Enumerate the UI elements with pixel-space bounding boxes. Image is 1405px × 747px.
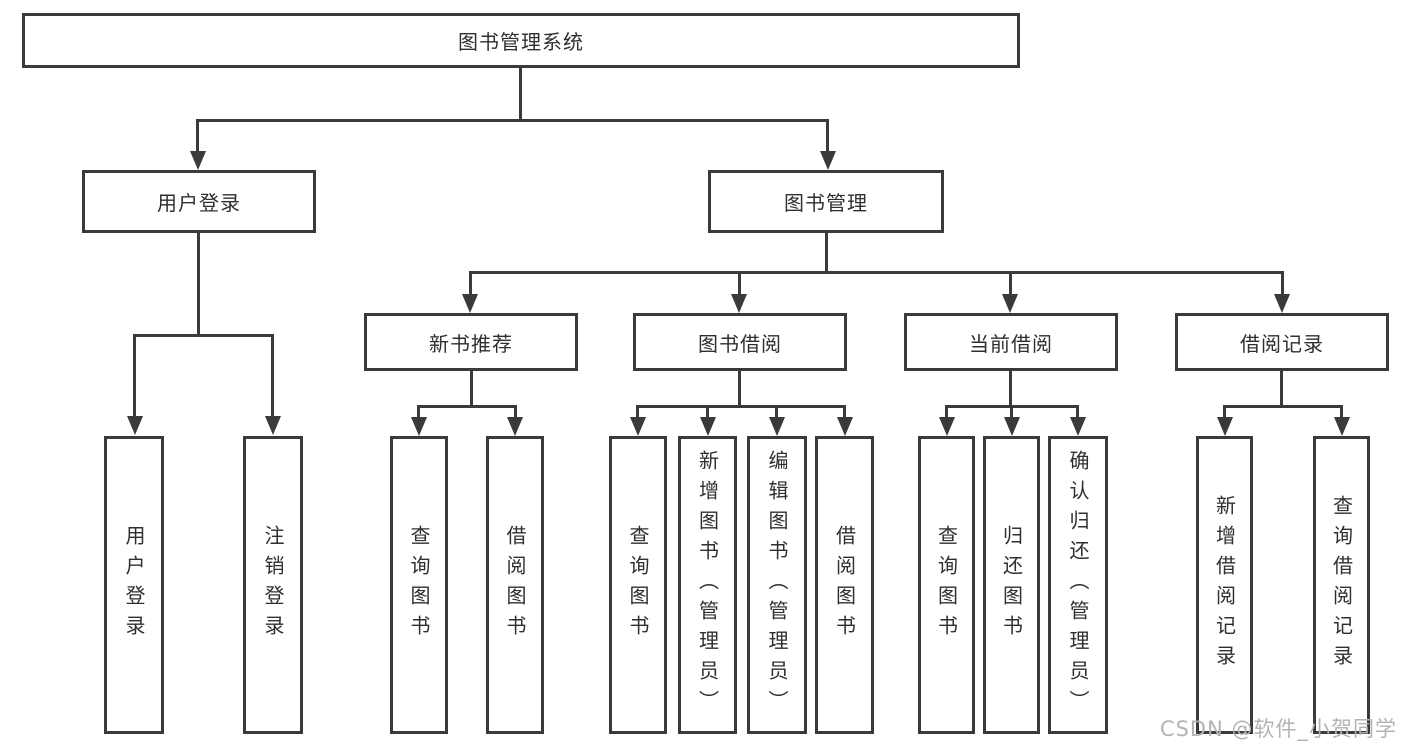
connector-line bbox=[1223, 405, 1226, 418]
leaf-return-books-label: 归还图书 bbox=[999, 525, 1024, 645]
leaf-user-login: 用户登录 bbox=[104, 436, 164, 734]
leaf-logout: 注销登录 bbox=[243, 436, 303, 734]
arrow-down-icon bbox=[1070, 417, 1086, 436]
connector-line bbox=[1009, 371, 1012, 408]
node-user-login: 用户登录 bbox=[82, 170, 316, 233]
connector-line bbox=[469, 271, 472, 296]
node-current-borrow-label: 当前借阅 bbox=[969, 331, 1053, 356]
leaf-query-books-borrow-label: 查询图书 bbox=[626, 525, 650, 645]
leaf-confirm-return-admin-label: 确认归还（管理员） bbox=[1066, 450, 1090, 720]
arrow-down-icon bbox=[837, 417, 853, 436]
connector-line bbox=[1223, 405, 1343, 408]
arrow-down-icon bbox=[507, 417, 523, 436]
leaf-user-login-label: 用户登录 bbox=[122, 525, 146, 645]
csdn-watermark: CSDN @软件_小贺同学 bbox=[1159, 717, 1397, 741]
arrow-down-icon bbox=[820, 151, 836, 170]
connector-line bbox=[514, 405, 517, 418]
leaf-edit-books-admin-label: 编辑图书（管理员） bbox=[765, 450, 789, 720]
connector-line bbox=[738, 371, 741, 408]
arrow-down-icon bbox=[462, 294, 478, 313]
leaf-query-books-recommend: 查询图书 bbox=[390, 436, 448, 734]
leaf-add-books-admin-label: 新增图书（管理员） bbox=[695, 450, 720, 720]
connector-line bbox=[271, 334, 274, 417]
connector-line bbox=[1280, 371, 1283, 408]
leaf-borrow-books-recommend-label: 借阅图书 bbox=[503, 525, 527, 645]
node-borrow-records: 借阅记录 bbox=[1175, 313, 1389, 371]
leaf-edit-books-admin: 编辑图书（管理员） bbox=[747, 436, 807, 734]
connector-line bbox=[133, 334, 136, 417]
arrow-down-icon bbox=[1004, 417, 1020, 436]
node-new-book-recommend-label: 新书推荐 bbox=[429, 331, 513, 356]
connector-line bbox=[636, 405, 846, 408]
connector-line bbox=[1010, 405, 1013, 418]
node-borrow-records-label: 借阅记录 bbox=[1240, 331, 1324, 356]
connector-line bbox=[738, 271, 741, 296]
leaf-logout-label: 注销登录 bbox=[261, 525, 285, 645]
connector-line bbox=[470, 371, 473, 408]
connector-line bbox=[196, 119, 829, 122]
leaf-query-books-current: 查询图书 bbox=[918, 436, 975, 734]
connector-line bbox=[843, 405, 846, 418]
leaf-add-borrow-record: 新增借阅记录 bbox=[1196, 436, 1253, 734]
arrow-down-icon bbox=[127, 416, 143, 435]
connector-line bbox=[519, 68, 522, 122]
node-book-management-label: 图书管理 bbox=[784, 191, 868, 215]
connector-line bbox=[826, 119, 829, 152]
node-user-login-label: 用户登录 bbox=[157, 191, 241, 215]
leaf-query-books-recommend-label: 查询图书 bbox=[407, 525, 431, 645]
leaf-borrow-books-label: 借阅图书 bbox=[832, 525, 857, 645]
connector-line bbox=[1340, 405, 1343, 418]
arrow-down-icon bbox=[1274, 294, 1290, 313]
leaf-borrow-books: 借阅图书 bbox=[815, 436, 874, 734]
leaf-confirm-return-admin: 确认归还（管理员） bbox=[1048, 436, 1108, 734]
node-new-book-recommend: 新书推荐 bbox=[364, 313, 578, 371]
connector-line bbox=[1009, 271, 1012, 296]
node-book-borrow-label: 图书借阅 bbox=[698, 331, 782, 356]
connector-line bbox=[133, 334, 274, 337]
leaf-add-books-admin: 新增图书（管理员） bbox=[678, 436, 737, 734]
connector-line bbox=[775, 405, 778, 418]
arrow-down-icon bbox=[731, 294, 747, 313]
connector-line bbox=[469, 271, 1284, 274]
leaf-return-books: 归还图书 bbox=[983, 436, 1040, 734]
connector-line bbox=[197, 233, 200, 337]
leaf-add-borrow-record-label: 新增借阅记录 bbox=[1212, 495, 1237, 675]
connector-line bbox=[196, 119, 199, 152]
arrow-down-icon bbox=[700, 417, 716, 436]
connector-line bbox=[417, 405, 517, 408]
node-current-borrow: 当前借阅 bbox=[904, 313, 1118, 371]
connector-line bbox=[417, 405, 420, 418]
arrow-down-icon bbox=[1002, 294, 1018, 313]
node-library-system-label: 图书管理系统 bbox=[458, 30, 584, 54]
arrow-down-icon bbox=[265, 416, 281, 435]
arrow-down-icon bbox=[630, 417, 646, 436]
node-book-borrow: 图书借阅 bbox=[633, 313, 847, 371]
arrow-down-icon bbox=[1334, 417, 1350, 436]
leaf-query-books-borrow: 查询图书 bbox=[609, 436, 667, 734]
node-book-management: 图书管理 bbox=[708, 170, 944, 233]
connector-line bbox=[636, 405, 639, 418]
connector-line bbox=[706, 405, 709, 418]
arrow-down-icon bbox=[1217, 417, 1233, 436]
arrow-down-icon bbox=[190, 151, 206, 170]
leaf-query-borrow-record-label: 查询借阅记录 bbox=[1329, 495, 1354, 675]
connector-line bbox=[1076, 405, 1079, 418]
arrow-down-icon bbox=[411, 417, 427, 436]
arrow-down-icon bbox=[769, 417, 785, 436]
connector-line bbox=[945, 405, 948, 418]
connector-line bbox=[1281, 271, 1284, 296]
leaf-query-books-current-label: 查询图书 bbox=[934, 525, 959, 645]
leaf-query-borrow-record: 查询借阅记录 bbox=[1313, 436, 1370, 734]
node-library-system: 图书管理系统 bbox=[22, 13, 1020, 68]
connector-line bbox=[825, 233, 828, 274]
leaf-borrow-books-recommend: 借阅图书 bbox=[486, 436, 544, 734]
arrow-down-icon bbox=[939, 417, 955, 436]
